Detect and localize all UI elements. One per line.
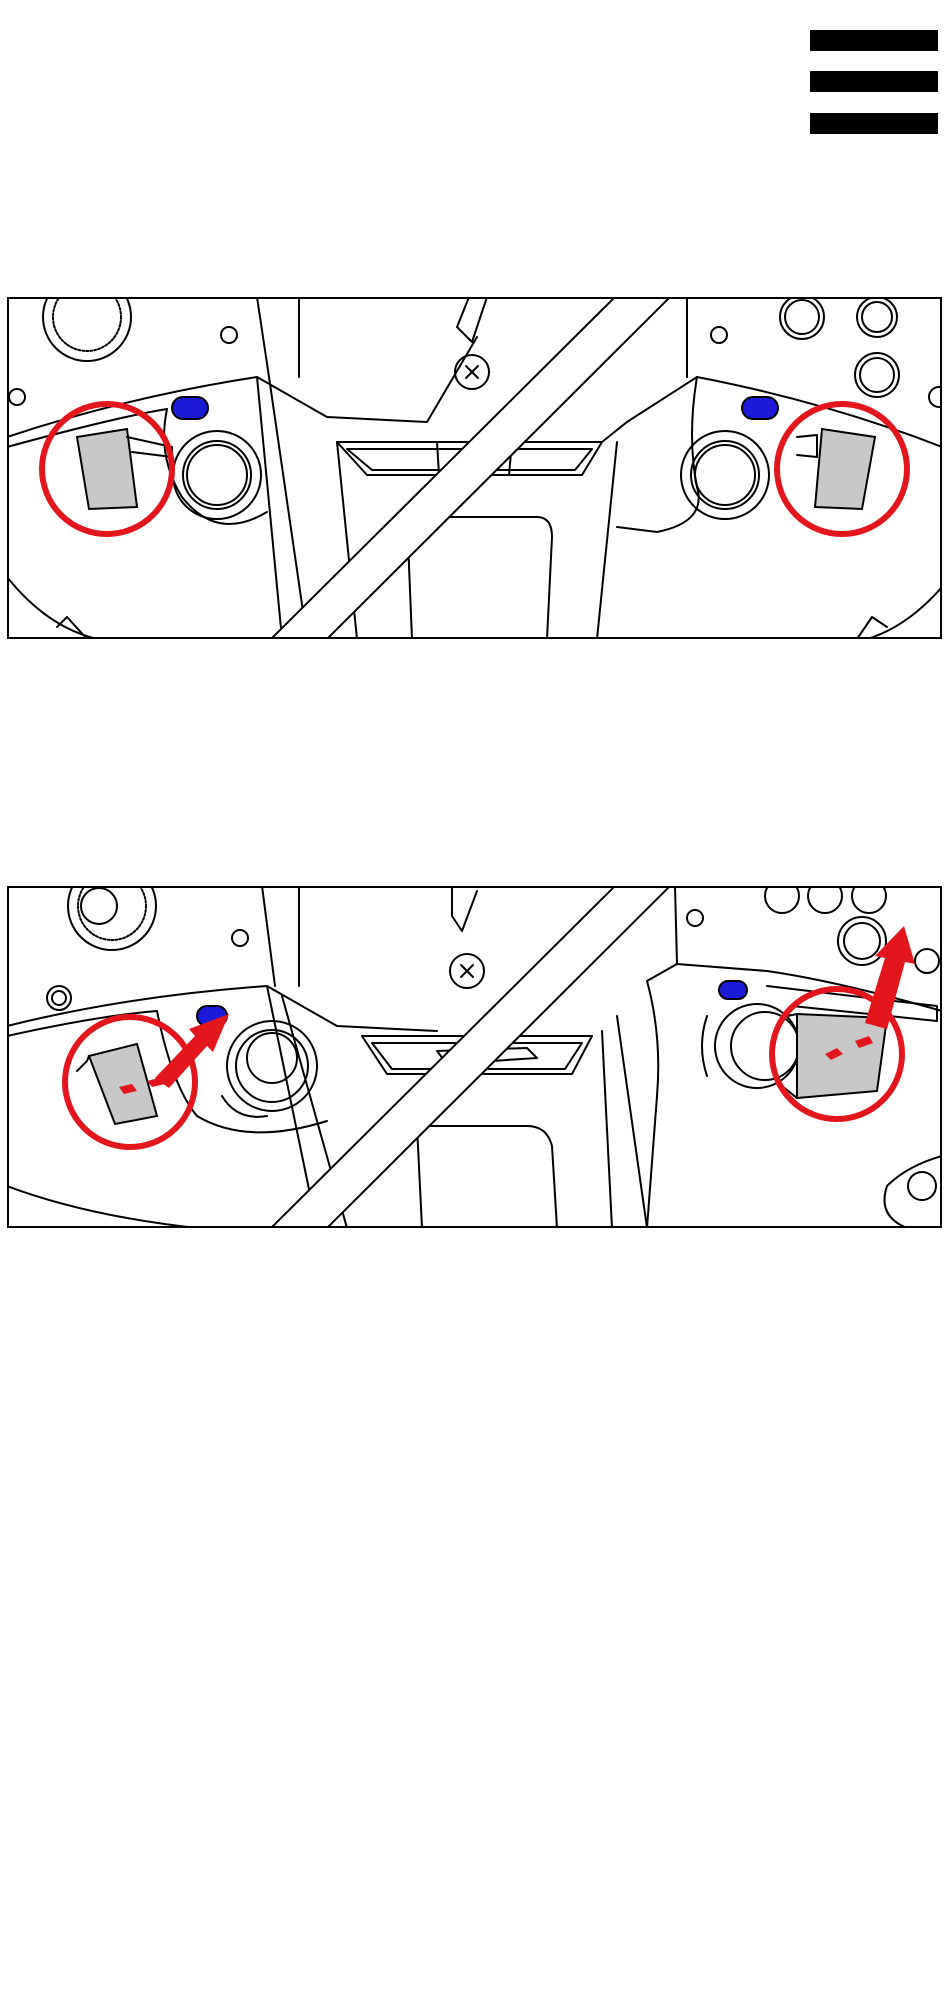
menu-button[interactable] — [810, 30, 938, 134]
hamburger-menu-icon-bar-top — [810, 30, 938, 51]
hamburger-menu-icon-bar-bottom — [810, 113, 938, 134]
left-wheel-half — [7, 886, 484, 1228]
wheel-back-illustration-before — [7, 297, 942, 639]
blue-indicator-left — [172, 397, 208, 419]
paddle-left — [89, 1044, 157, 1124]
diagonal-divider — [269, 886, 672, 1228]
adjustment-knob-left — [173, 431, 261, 519]
blue-indicator-right — [719, 981, 747, 999]
paddle-right — [815, 429, 875, 509]
wheel-back-illustration-after — [7, 886, 942, 1228]
hamburger-menu-icon-bar-middle — [810, 71, 938, 92]
adjustment-knob-right — [681, 431, 769, 519]
right-wheel-half — [602, 297, 942, 639]
paddle-right — [797, 1014, 887, 1098]
paddle-left — [77, 429, 137, 509]
diagram-panel-before — [7, 297, 942, 639]
blue-indicator-right — [742, 397, 778, 419]
diagram-panel-after — [7, 886, 942, 1228]
left-wheel-half — [7, 297, 489, 639]
right-wheel-half — [647, 886, 942, 1228]
